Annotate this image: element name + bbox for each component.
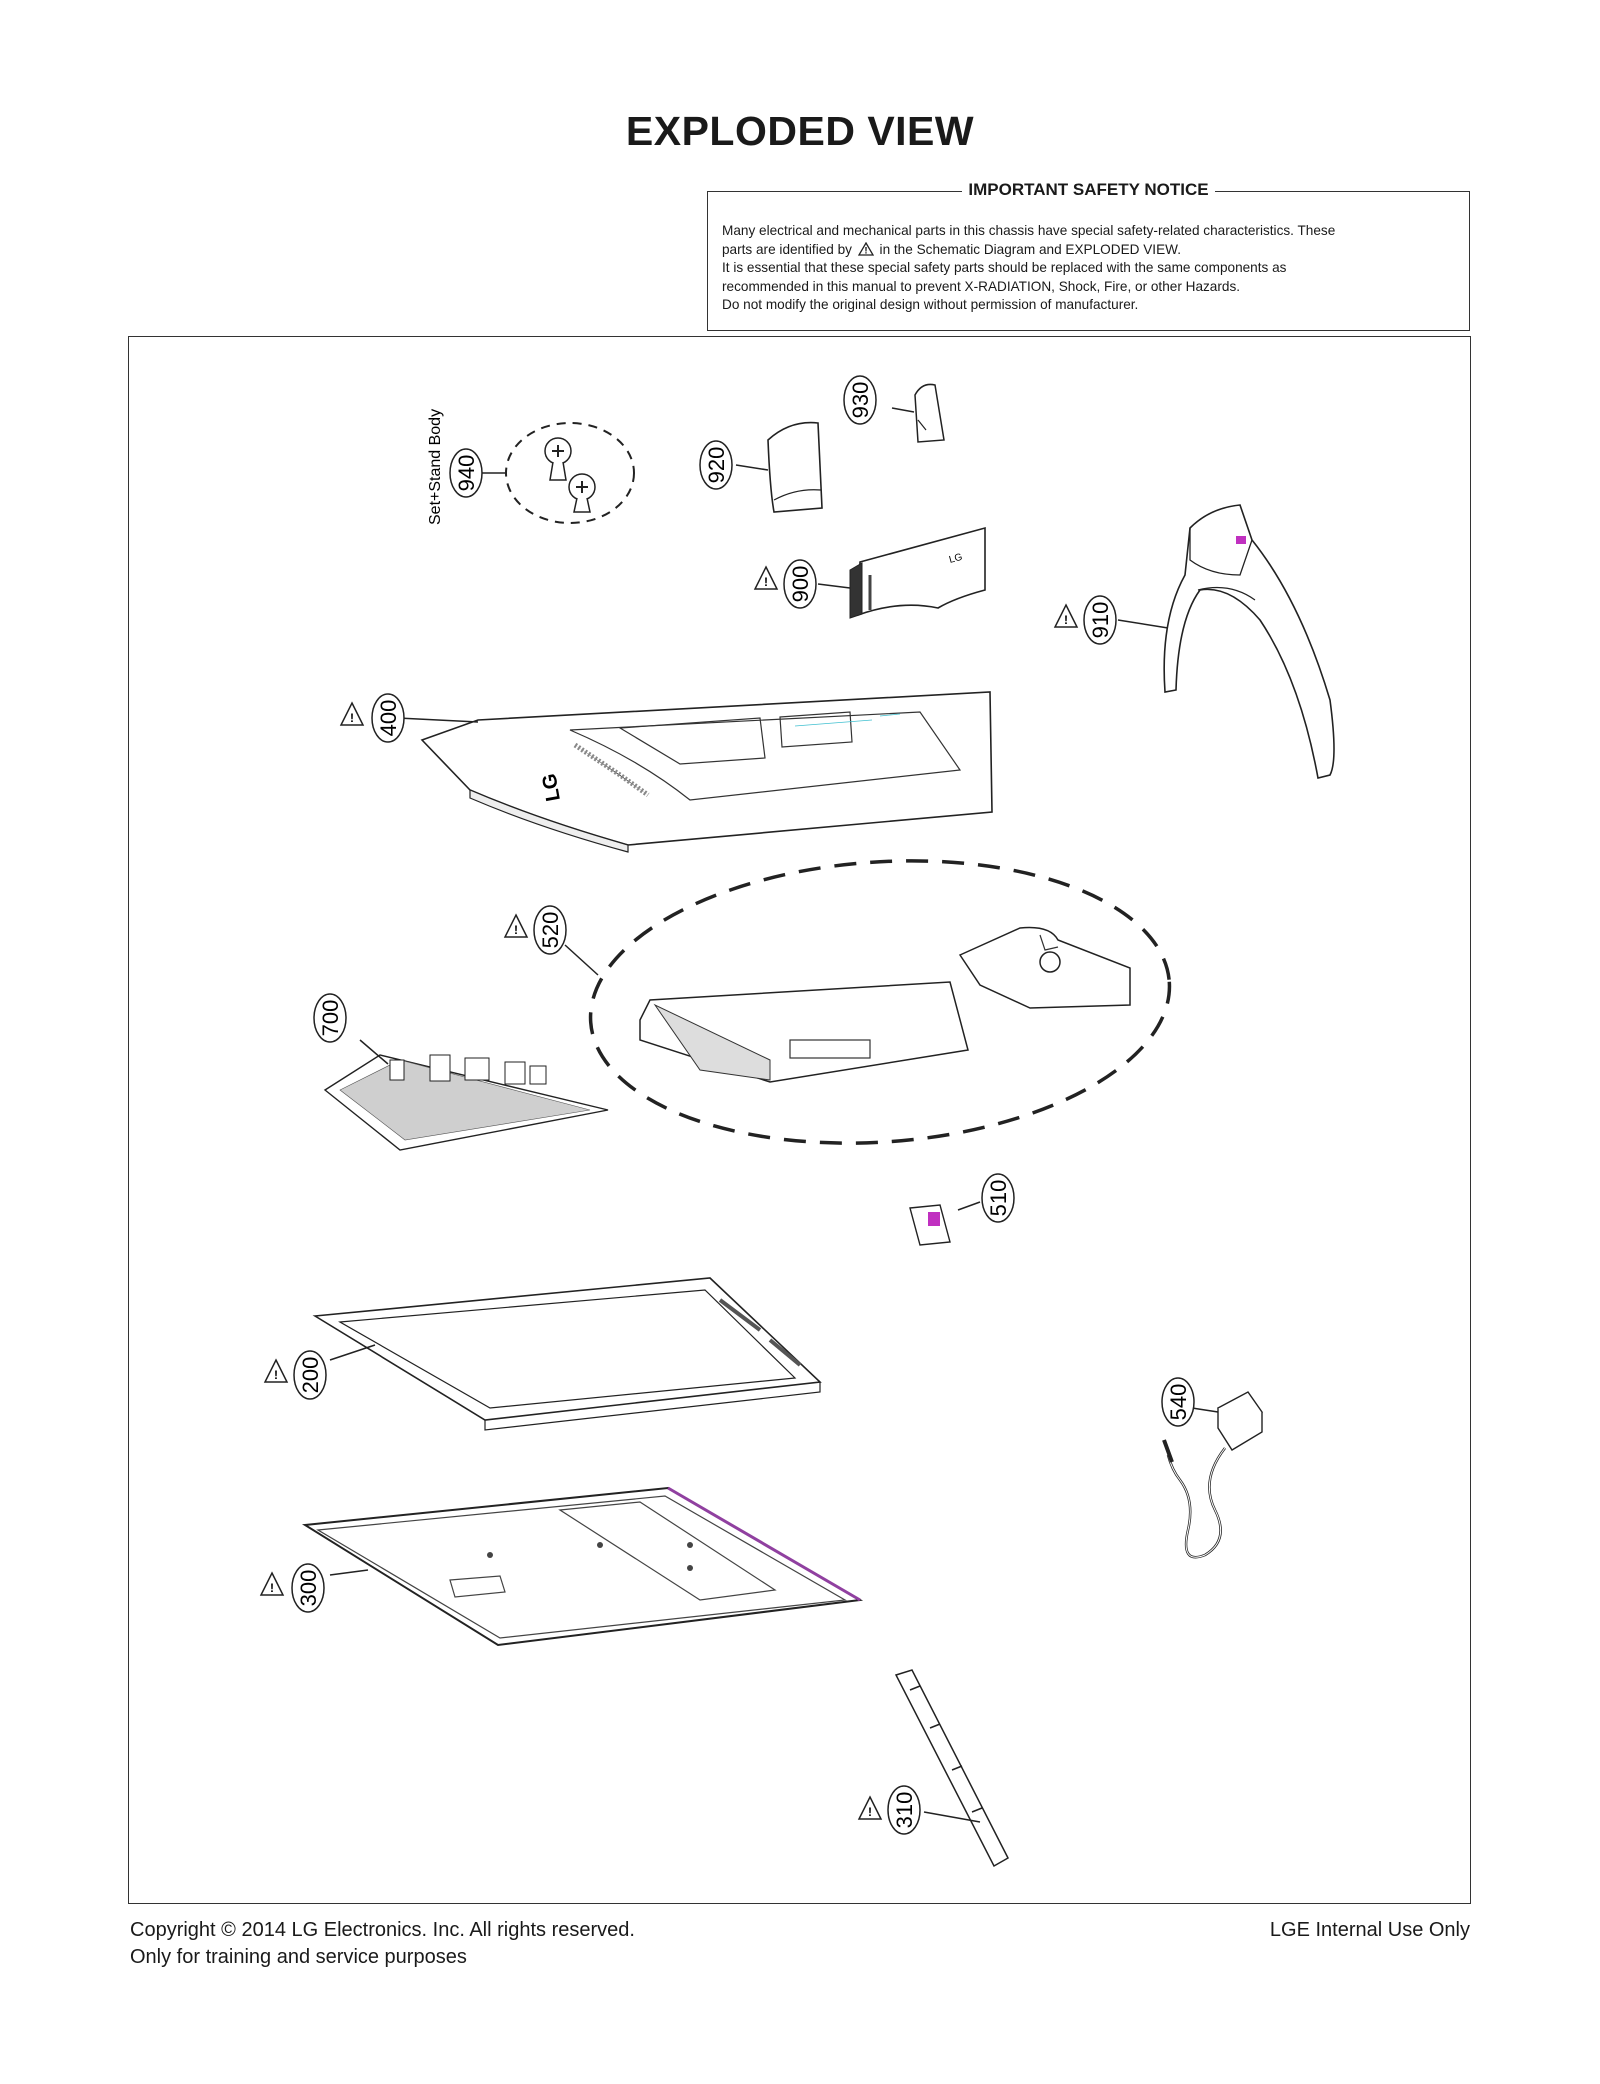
notice-line-4: recommended in this manual to prevent X-…	[722, 278, 1241, 294]
notice-line-5: Do not modify the original design withou…	[722, 297, 1139, 312]
callout-910: 910	[1083, 595, 1117, 645]
callout-520: 520	[533, 905, 567, 955]
cover-part-930	[891, 383, 945, 443]
safety-notice-box: IMPORTANT SAFETY NOTICE Many electrical …	[707, 180, 1470, 331]
callout-510: 510	[981, 1173, 1015, 1223]
purpose-text: Only for training and service purposes	[130, 1946, 467, 1968]
callout-400: 400	[371, 693, 405, 743]
label-920: 920	[704, 447, 729, 484]
bracket-assembly-part-520	[564, 859, 1172, 1145]
small-board-part-510	[909, 1201, 981, 1246]
label-700: 700	[318, 1000, 343, 1037]
panel-part-300	[301, 1486, 864, 1647]
notice-line-2: parts are identified by ! in the Schemat…	[722, 241, 1181, 257]
screws-part-940	[482, 422, 635, 524]
warning-icon-400	[340, 702, 364, 726]
page-title: EXPLODED VIEW	[625, 108, 975, 154]
callout-310: 310	[887, 1785, 921, 1835]
callout-940: 940	[449, 448, 483, 498]
warning-triangle-icon: !	[857, 241, 874, 256]
label-940-note: Set+Stand Body	[427, 409, 444, 525]
warning-icon-310	[858, 1796, 882, 1820]
internal-use-text: LGE Internal Use Only	[1269, 1919, 1470, 1941]
part-900-logo: LG	[948, 552, 964, 566]
front-frame-part-200	[312, 1277, 822, 1431]
label-400: 400	[376, 700, 401, 737]
callout-930: 930	[843, 375, 877, 425]
support-bar-part-310	[894, 1669, 1009, 1868]
diagram-frame	[128, 336, 1471, 1904]
callout-900: 900	[783, 559, 817, 609]
label-510: 510	[986, 1180, 1011, 1217]
label-900: 900	[788, 566, 813, 603]
safety-notice-heading: IMPORTANT SAFETY NOTICE	[962, 180, 1215, 199]
footer-left: Copyright © 2014 LG Electronics. Inc. Al…	[130, 1917, 635, 1971]
label-540: 540	[1166, 1384, 1191, 1421]
callout-300: 300	[291, 1563, 325, 1613]
footer-right: LGE Internal Use Only	[1270, 1917, 1470, 1944]
back-cover-part-400: LG	[397, 691, 993, 853]
callout-200: 200	[293, 1350, 327, 1400]
notice-line-3: It is essential that these special safet…	[722, 260, 1287, 275]
power-adapter-part-540	[1162, 1391, 1264, 1559]
main-board-part-700	[323, 1039, 609, 1151]
stand-base-part-910	[1117, 504, 1335, 779]
stand-cover-part-900: LG	[817, 526, 986, 619]
label-310: 310	[892, 1792, 917, 1829]
callout-540: 540	[1161, 1377, 1195, 1427]
label-910: 910	[1088, 602, 1113, 639]
svg-text:!: !	[864, 245, 867, 255]
part-400-logo: LG	[538, 772, 564, 803]
label-520: 520	[538, 912, 563, 949]
warning-icon-200	[264, 1359, 288, 1383]
warning-icon-300	[260, 1572, 284, 1596]
notice-line-1: Many electrical and mechanical parts in …	[722, 223, 1336, 238]
warning-icon-900	[754, 566, 778, 590]
callout-920: 920	[699, 440, 733, 490]
label-940: 940	[454, 455, 479, 492]
cover-part-920	[735, 421, 823, 513]
copyright-text: Copyright © 2014 LG Electronics. Inc. Al…	[130, 1919, 635, 1941]
label-300: 300	[296, 1570, 321, 1607]
label-200: 200	[298, 1357, 323, 1394]
callout-700: 700	[313, 993, 347, 1043]
warning-icon-520	[504, 914, 528, 938]
label-930: 930	[848, 382, 873, 419]
safety-notice-body: Many electrical and mechanical parts in …	[722, 222, 1455, 315]
warning-icon-910	[1054, 604, 1078, 628]
